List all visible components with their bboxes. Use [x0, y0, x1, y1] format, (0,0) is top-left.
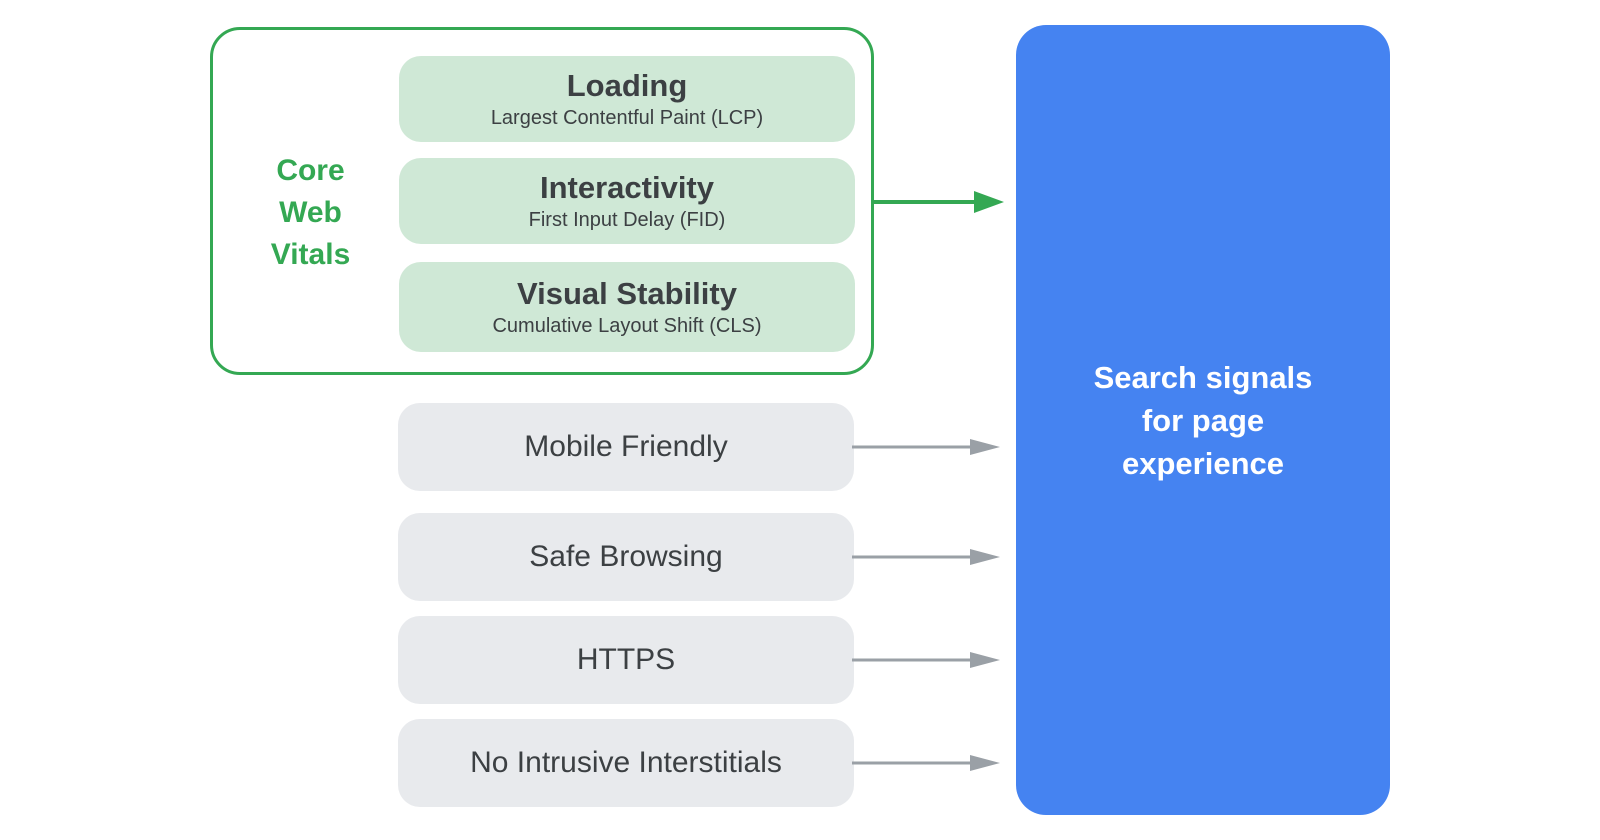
signal-card-mobile-friendly: Mobile Friendly — [398, 403, 854, 491]
arrow-right-icon — [852, 755, 1000, 771]
signal-card-no-intrusive-interstitials: No Intrusive Interstitials — [398, 719, 854, 807]
core-web-vitals-group: Core Web Vitals Loading Largest Contentf… — [210, 27, 874, 375]
search-signals-result-box: Search signals for page experience — [1016, 25, 1390, 815]
arrow-right-icon — [852, 439, 1000, 455]
arrow-right-icon — [852, 549, 1000, 565]
vital-title: Loading — [566, 67, 688, 103]
signal-card-https: HTTPS — [398, 616, 854, 704]
core-web-vitals-label: Core Web Vitals — [270, 154, 351, 271]
vital-title: Interactivity — [539, 169, 714, 205]
vital-title: Visual Stability — [517, 275, 737, 311]
arrow-right-icon — [874, 191, 1004, 213]
vital-subtitle: Largest Contentful Paint (LCP) — [490, 106, 764, 129]
vital-card-loading: Loading Largest Contentful Paint (LCP) — [399, 56, 855, 142]
vital-card-visual-stability: Visual Stability Cumulative Layout Shift… — [399, 262, 855, 352]
vital-subtitle: First Input Delay (FID) — [528, 208, 726, 231]
vital-subtitle: Cumulative Layout Shift (CLS) — [492, 314, 762, 337]
vital-card-interactivity: Interactivity First Input Delay (FID) — [399, 158, 855, 244]
signal-card-safe-browsing: Safe Browsing — [398, 513, 854, 601]
search-signals-label: Search signals for page experience — [1093, 359, 1313, 481]
arrow-right-icon — [852, 652, 1000, 668]
